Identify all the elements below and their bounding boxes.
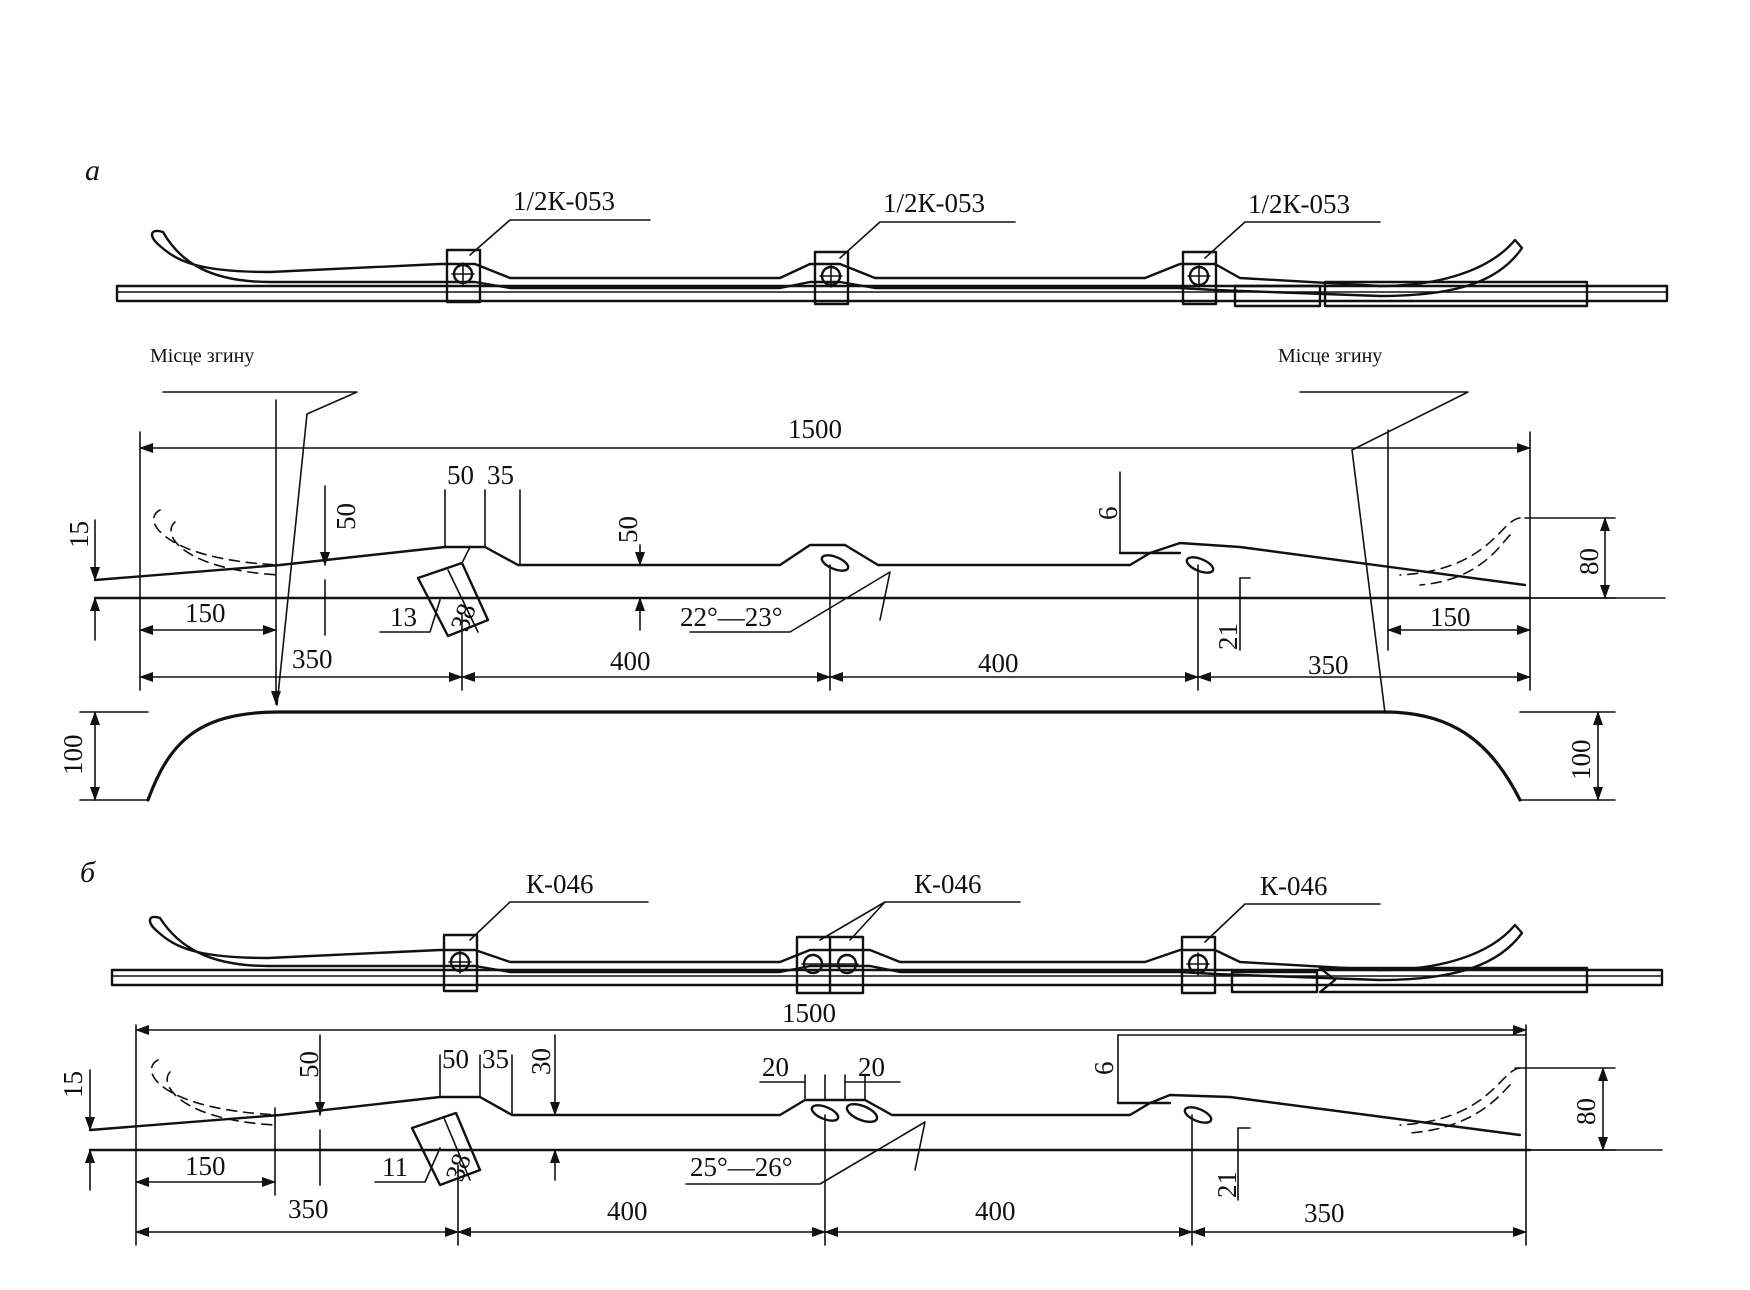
dimensions-view-b: 1500 350 400 400 350 150 15 50 30 50 35 … [58,998,1616,1246]
dim-h50-mid-a: 50 [613,516,643,543]
dim-seg2-a: 400 [610,646,651,676]
dim-h50-left-a: 50 [331,503,361,530]
base-rail [115,284,1669,303]
boot-block-b1 [1230,970,1319,994]
clamp-2 [813,250,850,306]
dim-left-150-a: 150 [185,598,226,628]
bent-profile-a: 100 100 [58,710,1616,802]
boot-block-1 [1233,284,1322,308]
view-a-label: а [85,154,100,187]
dim-11-b: 11 [382,1152,408,1182]
dim-h15-b: 15 [58,1071,88,1098]
dim-seg4-a: 350 [1308,650,1349,680]
boot-block-2 [1323,280,1589,308]
view-b-label: б [80,856,96,889]
dim-angle-a: 22°—23° [680,602,783,632]
dim-h100-left-a: 100 [58,735,88,776]
dim-21-b: 21 [1212,1171,1242,1198]
clamp-label-b3: К-046 [1260,871,1328,901]
profile-view-b [88,1059,1663,1187]
dim-seg3-b: 400 [975,1196,1016,1226]
clamp-label-b1: К-046 [526,869,594,899]
dim-20b-b: 20 [858,1052,885,1082]
dim-6-a: 6 [1093,507,1123,521]
assembly-view-a: 1/2К-053 1/2К-053 1/2К-053 [115,186,1669,308]
ski-plate [150,229,1524,298]
dim-35-b: 35 [482,1044,509,1074]
dim-h80-a: 80 [1574,548,1604,575]
clamp-b2 [795,935,865,995]
boot-block-b2 [1318,966,1589,994]
dim-50-a: 50 [447,460,474,490]
clamp-3 [1181,250,1218,306]
clamp-label-a1: 1/2К-053 [513,186,615,216]
dim-38-b: 38 [439,1149,476,1185]
clamp-1 [445,248,482,304]
assembly-view-b: К-046 К-046 К-046 [110,869,1664,995]
dim-h15-a: 15 [64,521,94,548]
dim-angle-b: 25°—26° [690,1152,793,1182]
dim-13-a: 13 [390,602,417,632]
dim-left-150-b: 150 [185,1151,226,1181]
dim-20a-b: 20 [762,1052,789,1082]
ski-plate-b [148,915,1524,982]
clamp-label-b2: К-046 [914,869,982,899]
dim-total-b: 1500 [782,998,836,1028]
dim-35-a: 35 [487,460,514,490]
dim-h100-right-a: 100 [1566,740,1596,781]
dim-seg1-a: 350 [292,644,333,674]
dim-h30-b: 30 [526,1048,556,1075]
bend-place-label-left: Місце згину [150,345,254,367]
clamp-label-a3: 1/2К-053 [1248,189,1350,219]
clamp-b1 [442,933,479,993]
dim-total-a: 1500 [788,414,842,444]
dim-seg2-b: 400 [607,1196,648,1226]
dim-6-b: 6 [1089,1062,1119,1076]
dim-seg1-b: 350 [288,1194,329,1224]
dim-h80-b: 80 [1571,1098,1601,1125]
dim-50-b: 50 [442,1044,469,1074]
bend-place-label-right: Місце згину [1278,345,1382,367]
dimensions-view-a: 1500 350 400 400 350 150 150 15 50 50 50… [64,414,1616,691]
clamp-label-a2: 1/2К-053 [883,188,985,218]
dim-21-a: 21 [1213,623,1243,650]
dim-right-150-a: 150 [1430,602,1471,632]
dim-seg4-b: 350 [1304,1198,1345,1228]
dim-seg3-a: 400 [978,648,1019,678]
clamp-b3 [1180,935,1217,995]
dim-h50-b: 50 [294,1051,324,1078]
